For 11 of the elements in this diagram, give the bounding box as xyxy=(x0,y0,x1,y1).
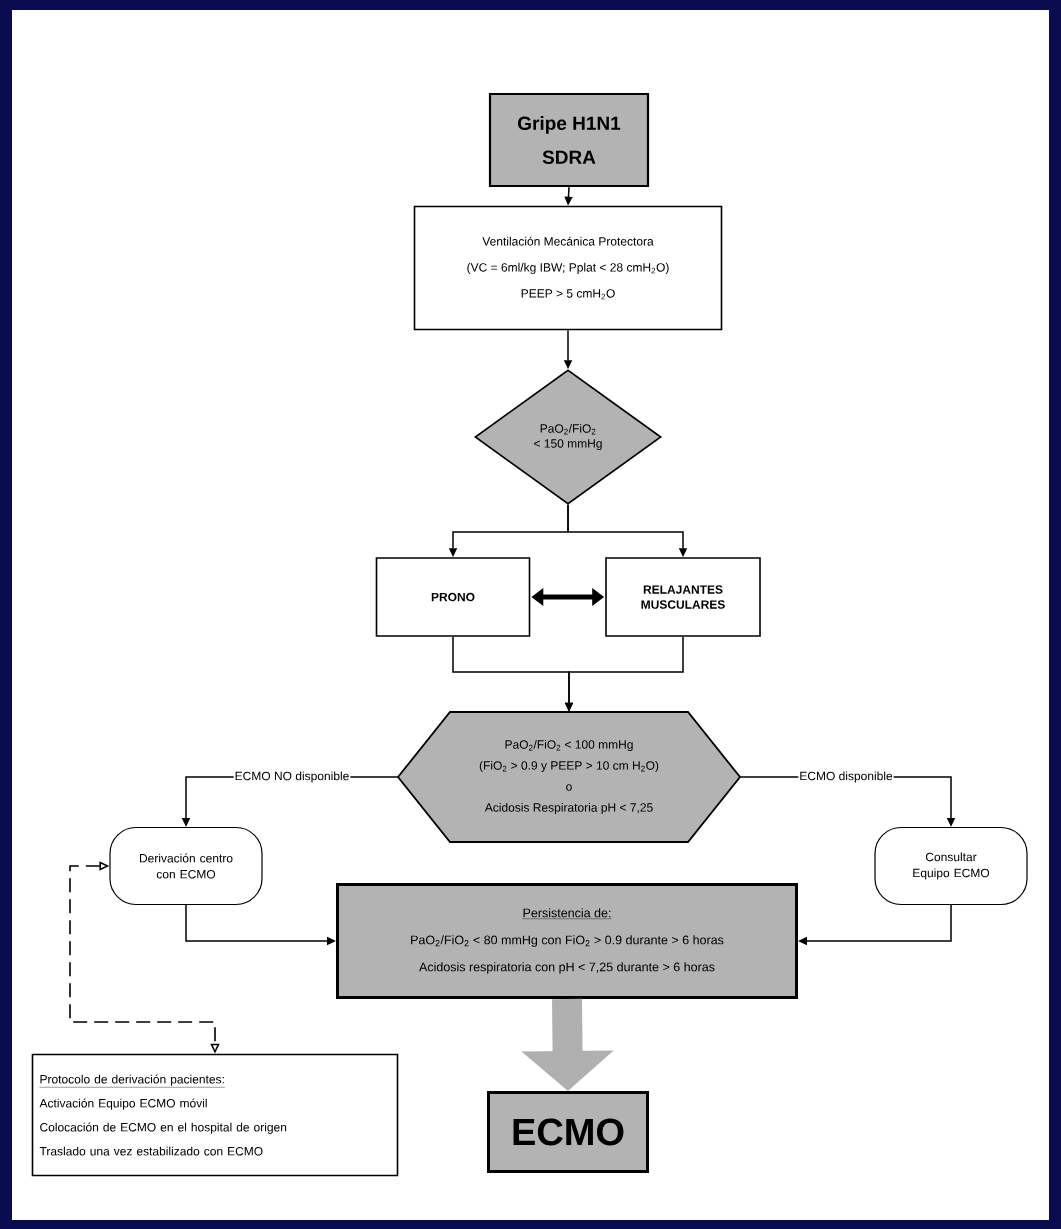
process-box: Persistencia de: PaO$_{2}$/FiO$_{2}$ < 80 mmHg con FiO$_{2}$ > 0.9 durante > 6 horas Acidosis respiratoria con pH < 7,25 durante > 6 horas xyxy=(336,883,798,999)
process-box: Protocolo de derivación pacientes: Activación Equipo ECMO móvil Colocación de ECMO en el hospital de origen Traslado una vez estabilizado con ECMO xyxy=(31,1053,399,1177)
process-box: PRONO xyxy=(375,557,531,637)
rounded-box: Derivación centro con ECMO xyxy=(109,826,263,906)
edge-label: ECMO NO disponible xyxy=(233,769,351,785)
process-box: Ventilación Mecánica Protectora (VC = 6ml/kg IBW; Pplat < 28 cmH$_{2}$O) PEEP > 5 cmH$_{2}$O xyxy=(413,205,723,331)
process-box: ECMO xyxy=(487,1091,649,1173)
process-box: Gripe H1N1 SDRA xyxy=(488,92,650,188)
rounded-box: Consultar Equipo ECMO xyxy=(874,826,1028,906)
edge-label: ECMO disponible xyxy=(798,769,894,785)
process-box: RELAJANTES MUSCULARES xyxy=(605,557,761,637)
